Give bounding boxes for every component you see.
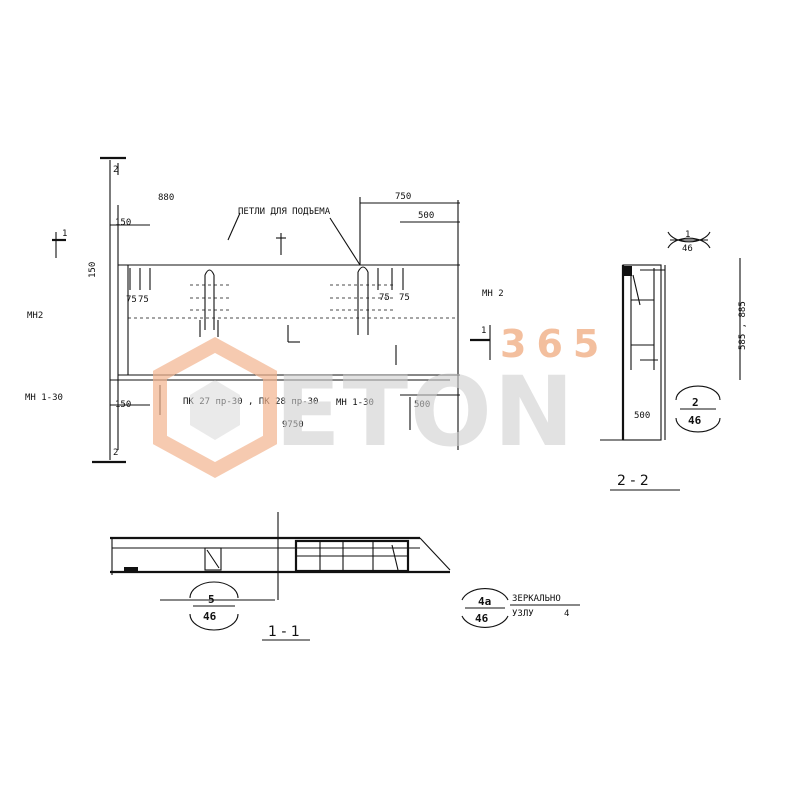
- section-2-2-view: 585 , 885 500 2 - 2 1 46 2 46: [600, 230, 748, 491]
- section-2-mark-top: 2: [113, 165, 118, 175]
- section-1-mark-right: 1: [481, 326, 486, 336]
- lifting-loops-label: ПЕТЛИ ДЛЯ ПОДЪЕМА: [238, 207, 331, 217]
- section-2-mark-bottom: 2: [113, 448, 118, 458]
- dim-500-top: 500: [418, 211, 434, 221]
- dim-500-bottom: 500: [414, 400, 430, 410]
- mirror-note-1: ЗЕРКАЛЬНО: [512, 594, 561, 604]
- dim-880: 880: [158, 193, 174, 203]
- node-4a-46-top: 4а: [478, 595, 491, 608]
- dim-75-b: 75: [138, 295, 149, 305]
- section-1-1-title: 1 - 1: [268, 624, 300, 640]
- node-ref-4a-46: 4а 46: [461, 588, 509, 628]
- plan-view: 2 2 1: [25, 156, 504, 464]
- mh2-left-label: МН2: [27, 311, 43, 321]
- dim-150-b: 150: [88, 262, 98, 278]
- node-ref-2-46: 2 46: [675, 385, 721, 433]
- mh2-right-label: МН 2: [482, 289, 504, 299]
- node-5-46-bottom: 46: [203, 610, 217, 623]
- section-1-mark-top: 1: [62, 229, 67, 239]
- node-1-46-top: 1: [685, 230, 690, 240]
- dim-75-d: 75: [399, 293, 410, 303]
- mh130-mid-label: МН 1-30: [336, 398, 374, 408]
- node-ref-5-46: 5 46: [189, 581, 239, 631]
- dim-500-side: 500: [634, 411, 650, 421]
- dim-150-c: 150: [115, 400, 131, 410]
- mirror-note-ref: 4: [564, 609, 569, 619]
- panels-label: ПК 27 пр-30 , ПК 28 пр-30: [183, 397, 318, 407]
- dim-150-a: 150: [115, 218, 131, 228]
- node-2-46-top: 2: [692, 396, 699, 409]
- node-5-46-top: 5: [208, 593, 215, 606]
- node-4a-46-bottom: 46: [475, 612, 489, 625]
- watermark-text: ETON: [275, 356, 576, 468]
- dim-75-c: 75: [379, 293, 390, 303]
- dim-585-885: 585 , 885: [738, 301, 748, 350]
- section-1-1-view: 1 - 1 5 46 4а 46 ЗЕРКАЛЬНО УЗЛУ 4: [110, 512, 580, 641]
- watermark-number: 365: [500, 322, 609, 366]
- node-ref-1-46: 1 46: [667, 230, 711, 254]
- mirror-note-2: УЗЛУ: [512, 609, 534, 619]
- dim-750: 750: [395, 192, 411, 202]
- mh130-left-label: МН 1-30: [25, 393, 63, 403]
- section-2-2-title: 2 - 2: [617, 473, 649, 489]
- dim-9750: 9750: [282, 420, 304, 430]
- node-2-46-bottom: 46: [688, 414, 702, 427]
- watermark-logo: 365 ETON: [153, 322, 609, 478]
- node-1-46-bottom: 46: [682, 244, 693, 254]
- dim-75-a: 75: [126, 295, 137, 305]
